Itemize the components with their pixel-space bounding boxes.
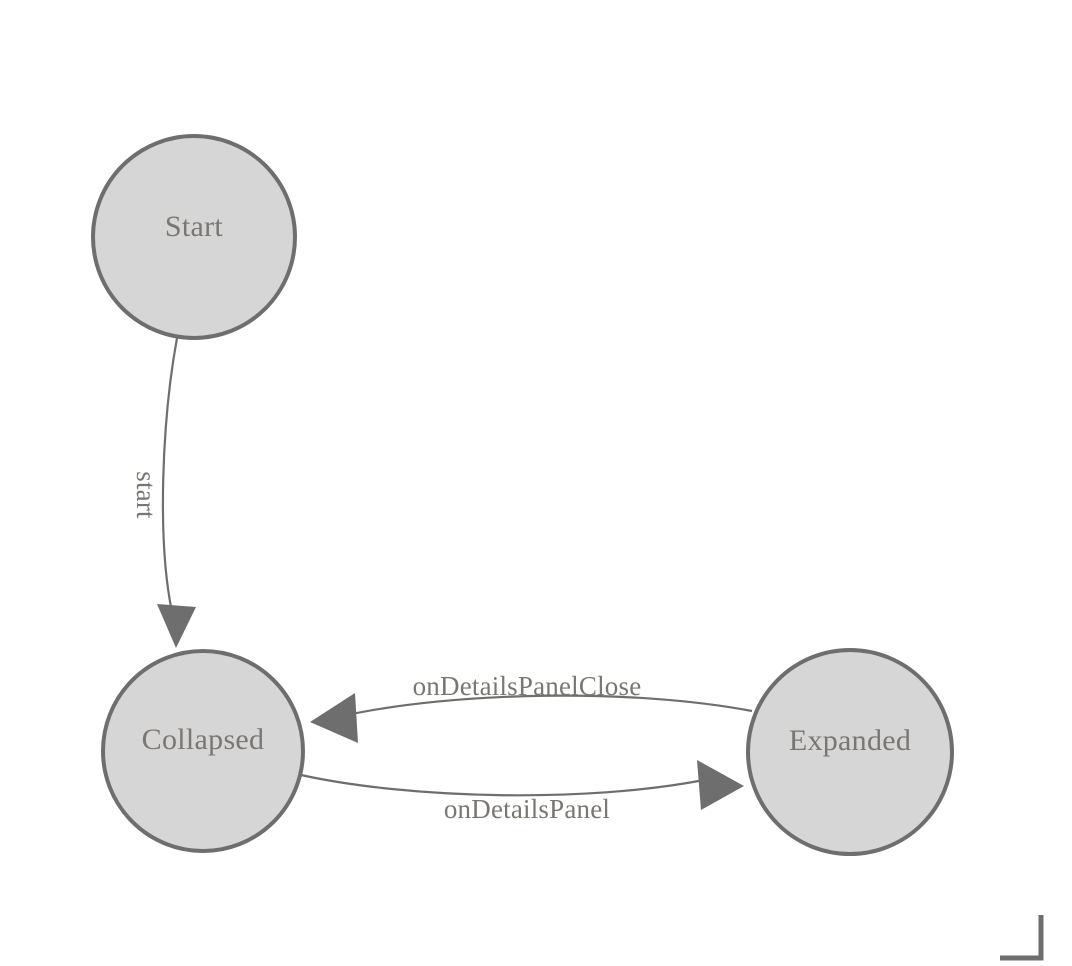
edge-expanded-to-collapsed[interactable]: onDetailsPanelClose xyxy=(310,671,753,743)
edge-line xyxy=(300,773,705,797)
edge-label-start: start xyxy=(131,471,161,519)
arrowhead-icon xyxy=(157,604,196,648)
edge-line xyxy=(161,337,179,613)
node-label-start: Start xyxy=(165,210,224,243)
node-collapsed[interactable]: Collapsed xyxy=(101,649,305,853)
edge-label-on-details-panel-close: onDetailsPanelClose xyxy=(413,671,642,701)
arrowhead-icon xyxy=(310,693,358,743)
edge-line xyxy=(346,694,753,717)
edge-label-on-details-panel: onDetailsPanel xyxy=(444,794,610,824)
bottom-right-corner-mark xyxy=(1000,915,1044,961)
node-shape[interactable] xyxy=(101,649,305,853)
edge-collapsed-to-expanded[interactable]: onDetailsPanel xyxy=(300,760,744,824)
arrowhead-icon xyxy=(697,760,744,810)
node-label-collapsed: Collapsed xyxy=(142,723,265,756)
node-expanded[interactable]: Expanded xyxy=(746,648,954,856)
node-label-expanded: Expanded xyxy=(789,724,911,757)
node-shape[interactable] xyxy=(91,134,297,340)
edge-start-to-collapsed[interactable]: start xyxy=(131,337,196,648)
node-start[interactable]: Start xyxy=(91,134,297,340)
node-shape[interactable] xyxy=(746,648,954,856)
